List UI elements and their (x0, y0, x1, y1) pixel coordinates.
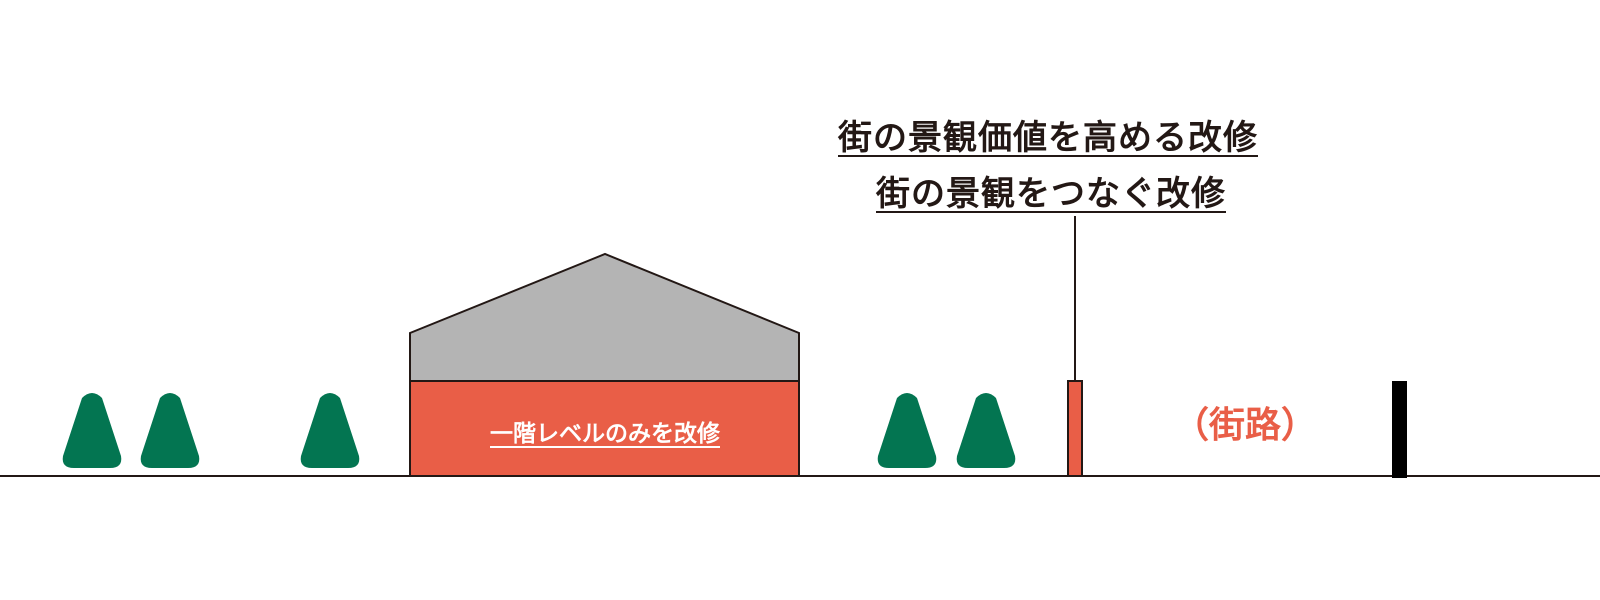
tree-icon (300, 393, 360, 468)
street-label: （街路） (1172, 405, 1317, 446)
tree-icon (877, 393, 937, 468)
post-icon (1067, 380, 1083, 477)
house-roof (409, 252, 800, 382)
tree-icon (62, 393, 122, 468)
headline-line-2: 街の景観をつなぐ改修 (876, 174, 1226, 214)
house-ground-floor (409, 380, 800, 477)
house-label: 一階レベルのみを改修 (490, 421, 720, 447)
headline-line-1: 街の景観価値を高める改修 (838, 118, 1258, 158)
tree-icon (140, 393, 200, 468)
post-icon (1392, 381, 1407, 478)
tree-icon (956, 393, 1016, 468)
